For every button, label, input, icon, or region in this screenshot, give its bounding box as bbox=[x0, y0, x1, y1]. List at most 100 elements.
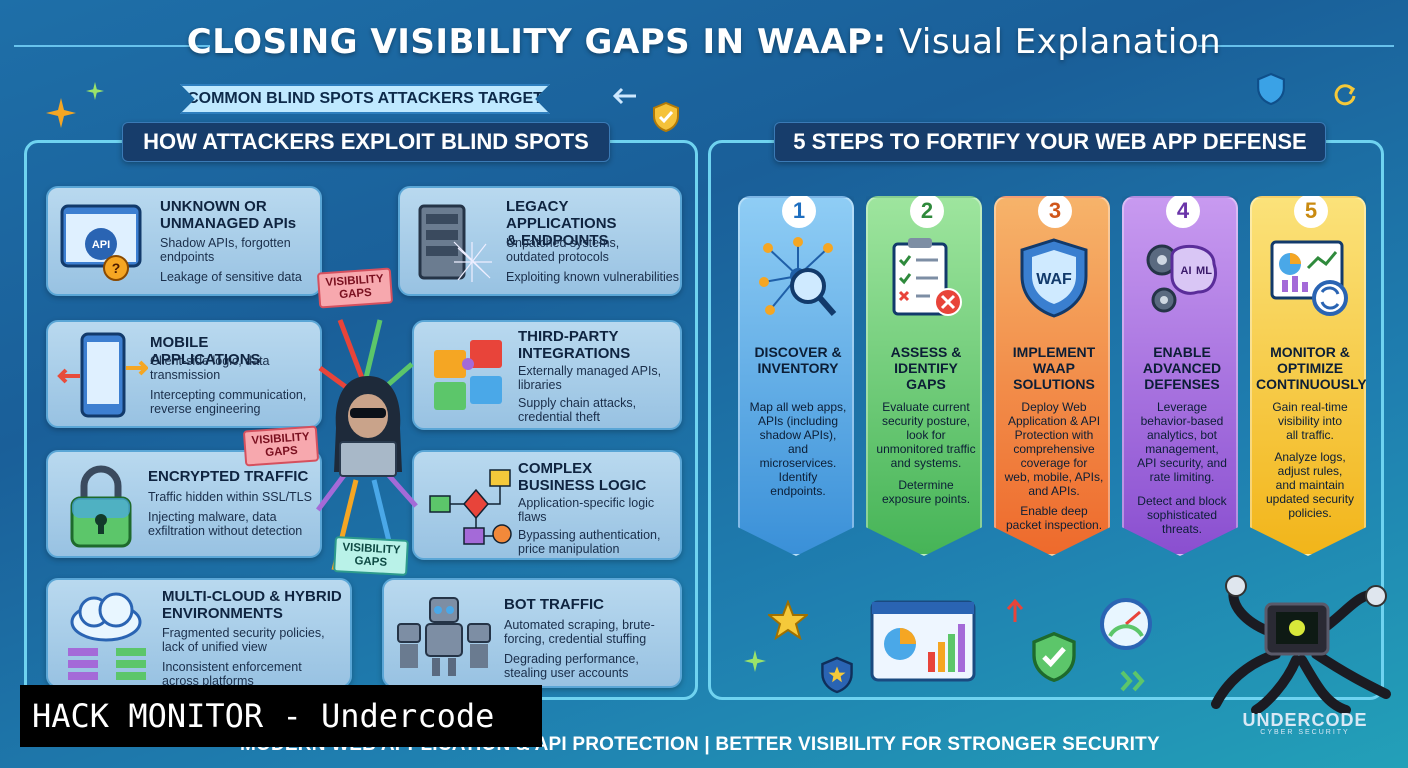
card-title: MOBILE APPLICATIONS bbox=[150, 334, 261, 368]
dashboard-refresh-icon bbox=[1270, 240, 1348, 316]
sparkle-icon bbox=[86, 82, 104, 100]
card-title: ENCRYPTED TRAFFIC bbox=[148, 468, 309, 485]
refresh-icon bbox=[1334, 84, 1356, 106]
step-number: 5 bbox=[1294, 196, 1328, 228]
visibility-gaps-label: VISIBILITY GAPS bbox=[333, 536, 410, 576]
cloud-servers-icon bbox=[68, 592, 146, 680]
card-impact: Exploiting known vulnerabilities bbox=[506, 270, 680, 284]
card-impact: Inconsistent enforcement across platform… bbox=[162, 660, 302, 688]
flowchart-icon bbox=[429, 469, 512, 545]
gauge-icon bbox=[1100, 598, 1152, 650]
card-impact: Degrading performance, stealing user acc… bbox=[504, 652, 639, 680]
step-description: Leverage behavior-based analytics, bot m… bbox=[1137, 400, 1227, 484]
step-title: DISCOVER & INVENTORY bbox=[754, 344, 842, 376]
analytics-dashboard-icon bbox=[870, 600, 976, 682]
card-description: Application-specific logic flaws bbox=[518, 496, 655, 524]
card-description: Unpatched systems, outdated protocols bbox=[506, 236, 620, 264]
step-title: MONITOR & OPTIMIZE CONTINUOUSLY bbox=[1256, 344, 1367, 392]
right-section-heading: 5 STEPS TO FORTIFY YOUR WEB APP DEFENSE bbox=[774, 122, 1326, 162]
card-description: Externally managed APIs, libraries bbox=[518, 364, 662, 392]
step-number: 1 bbox=[782, 196, 816, 228]
card-impact: Injecting malware, data exfiltration wit… bbox=[148, 510, 303, 538]
mobile-phone-icon bbox=[57, 332, 148, 418]
step-description: Evaluate current security posture, look … bbox=[876, 400, 976, 470]
card-description: Shadow APIs, forgotten endpoints bbox=[160, 236, 291, 264]
title-rule-right bbox=[1198, 45, 1394, 47]
card-description: Traffic hidden within SSL/TLS bbox=[148, 490, 312, 504]
api-label: API bbox=[92, 239, 110, 251]
api-gear-icon: API ? bbox=[60, 204, 142, 281]
robot-icon bbox=[397, 597, 491, 676]
blind-spot-card-bot-traffic: BOT TRAFFIC Automated scraping, brute- f… bbox=[382, 578, 682, 688]
blind-spot-card-third-party: THIRD-PARTY INTEGRATIONS Externally mana… bbox=[412, 320, 682, 430]
step-description: Map all web apps, APIs (including shadow… bbox=[749, 400, 847, 498]
ai-label: AI bbox=[1181, 265, 1192, 277]
step-title: ENABLE ADVANCED DEFENSES bbox=[1142, 344, 1222, 392]
step-description-extra: Analyze logs, adjust rules, and maintain… bbox=[1265, 450, 1355, 520]
step-title: IMPLEMENT WAAP SOLUTIONS bbox=[1012, 344, 1096, 392]
step-number: 2 bbox=[910, 196, 944, 228]
star-icon bbox=[768, 600, 808, 640]
ai-brain-gears-icon: AI ML bbox=[1146, 244, 1217, 313]
card-description: Fragmented security policies, lack of un… bbox=[162, 626, 325, 654]
card-impact: Intercepting communication, reverse engi… bbox=[150, 388, 307, 416]
shield-icon bbox=[1257, 72, 1285, 106]
puzzle-icon bbox=[434, 340, 502, 410]
visibility-gaps-label: VISIBILITY GAPS bbox=[316, 267, 394, 309]
waf-label: WAF bbox=[1036, 271, 1072, 288]
step-assess: 2 ASSESS & IDENTIFY GAPS Evaluate curren… bbox=[866, 196, 982, 556]
left-section-heading: HOW ATTACKERS EXPLOIT BLIND SPOTS bbox=[122, 122, 610, 162]
padlock-icon bbox=[70, 465, 132, 548]
svg-text:?: ? bbox=[112, 260, 121, 276]
card-description: Client-side logic, data transmission bbox=[150, 354, 270, 382]
blind-spots-ribbon: COMMON BLIND SPOTS ATTACKERS TARGET bbox=[180, 84, 550, 114]
step-number: 4 bbox=[1166, 196, 1200, 228]
octopus-hacker-icon bbox=[1211, 575, 1391, 714]
hacker-icon bbox=[334, 376, 402, 477]
blind-spot-card-business-logic: COMPLEX BUSINESS LOGIC Application-speci… bbox=[412, 450, 682, 560]
card-title: UNKNOWN OR UNMANAGED APIs bbox=[160, 198, 297, 232]
ml-label: ML bbox=[1196, 265, 1212, 277]
arrow-up-icon bbox=[1006, 598, 1024, 622]
server-web-icon bbox=[418, 204, 492, 282]
card-title: THIRD-PARTY INTEGRATIONS bbox=[518, 328, 631, 362]
step-number: 3 bbox=[1038, 196, 1072, 228]
waf-shield-icon: WAF bbox=[1020, 238, 1088, 318]
sparkle-icon bbox=[46, 98, 76, 128]
checklist-icon bbox=[892, 238, 962, 316]
step-description: Deploy Web Application & API Protection … bbox=[1004, 400, 1104, 498]
blind-spot-card-legacy: LEGACY APPLICATIONS & ENDPOINTS Unpatche… bbox=[398, 186, 682, 296]
card-impact: Bypassing authentication, price manipula… bbox=[518, 528, 661, 556]
shield-check-icon bbox=[1032, 632, 1076, 682]
card-title: COMPLEX BUSINESS LOGIC bbox=[518, 460, 647, 494]
step-description: Gain real-time visibility into all traff… bbox=[1272, 400, 1348, 442]
step-implement: 3 WAF IMPLEMENT WAAP SOLUTIONS Deploy We… bbox=[994, 196, 1110, 556]
arrow-left-icon bbox=[612, 87, 636, 105]
chevrons-right-icon bbox=[1120, 670, 1145, 692]
blind-spot-card-apis: API ? UNKNOWN OR UNMANAGED APIs Shadow A… bbox=[46, 186, 322, 296]
step-monitor: 5 MONITOR & OPTIMIZE CONTINUOUSLY Gain r… bbox=[1250, 196, 1366, 556]
card-impact: Leakage of sensitive data bbox=[160, 270, 302, 284]
blind-spot-card-mobile: MOBILE APPLICATIONS Client-side logic, d… bbox=[46, 320, 322, 428]
step-discover: 1 DISCOVER & INVENTORY Map all web apps,… bbox=[738, 196, 854, 556]
step-description-extra: Determine exposure points. bbox=[881, 478, 971, 506]
card-description: Automated scraping, brute- forcing, cred… bbox=[504, 618, 655, 646]
card-title: LEGACY APPLICATIONS & ENDPOINTS bbox=[506, 198, 617, 249]
page-title: CLOSING VISIBILITY GAPS IN WAAP: Visual … bbox=[186, 22, 1222, 62]
step-enable-defenses: 4 AI ML ENABLE ADVANCED DEFENSES Leverag… bbox=[1122, 196, 1238, 556]
title-rule-left bbox=[14, 45, 210, 47]
shield-check-icon bbox=[653, 102, 679, 132]
step-description-extra: Detect and block sophisticated threats. bbox=[1137, 494, 1227, 536]
watermark-banner: HACK MONITOR - Undercode bbox=[20, 685, 542, 747]
visibility-gaps-label: VISIBILITY GAPS bbox=[242, 425, 320, 467]
card-title: MULTI-CLOUD & HYBRID ENVIRONMENTS bbox=[162, 588, 342, 622]
card-title: BOT TRAFFIC bbox=[504, 596, 604, 613]
sparkle-icon bbox=[744, 650, 766, 672]
shield-star-icon bbox=[821, 656, 853, 694]
card-impact: Supply chain attacks, credential theft bbox=[518, 396, 637, 424]
step-description-extra: Enable deep packet inspection. bbox=[1005, 504, 1103, 532]
blind-spot-card-encrypted: ENCRYPTED TRAFFIC Traffic hidden within … bbox=[46, 450, 322, 558]
network-search-icon bbox=[759, 237, 837, 316]
step-title: ASSESS & IDENTIFY GAPS bbox=[890, 344, 962, 392]
